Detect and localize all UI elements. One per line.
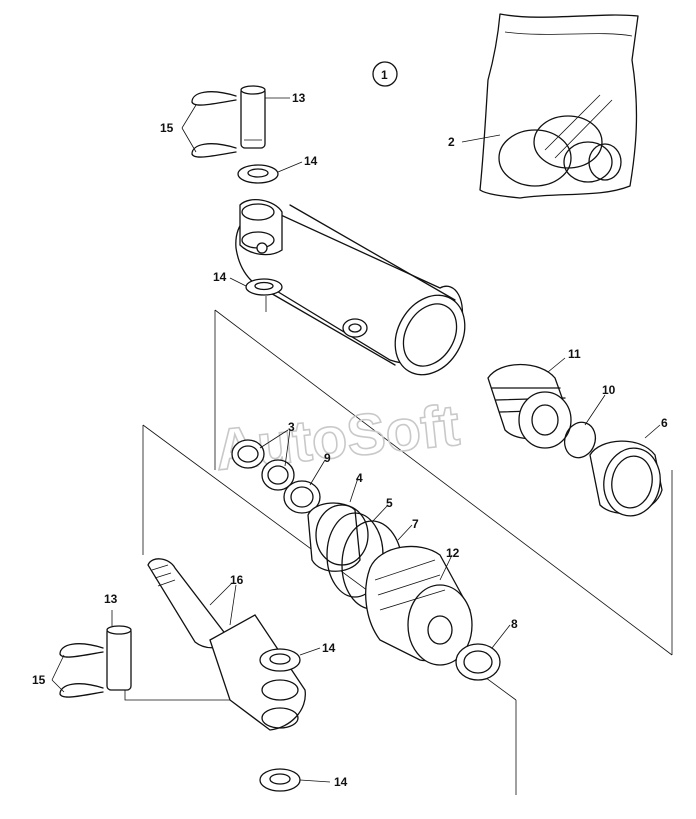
callout-14-bottom: 14: [334, 775, 348, 789]
clips-bottom: [59, 643, 104, 698]
seal-kit-bag: [479, 13, 639, 199]
callout-6: 6: [661, 416, 668, 430]
piston-ring-4: [307, 502, 369, 572]
pin-bottom: [106, 625, 132, 691]
callout-2: 2: [448, 135, 455, 149]
callout-4: 4: [356, 471, 363, 485]
callout-5: 5: [386, 496, 393, 510]
ring-9: [283, 480, 321, 514]
callout-15-bottom: 15: [32, 673, 46, 687]
pin-top: [240, 85, 266, 149]
watermark-text: AutoSoft: [212, 393, 462, 483]
callout-1: 1: [381, 68, 388, 82]
ring-6: [589, 440, 663, 517]
leader-lines: [51, 97, 661, 783]
cylinder-barrel: [235, 199, 466, 376]
callout-9: 9: [324, 451, 331, 465]
clips-top: [181, 91, 237, 158]
piston-12: [365, 545, 473, 666]
washer-bottom: [259, 768, 301, 792]
callout-13-bottom: 13: [104, 592, 118, 606]
callout-10: 10: [602, 383, 616, 397]
washer-mid: [245, 278, 283, 312]
callout-7: 7: [412, 517, 419, 531]
callout-16: 16: [230, 573, 244, 587]
callout-8: 8: [511, 617, 518, 631]
callout-3: 3: [288, 420, 295, 434]
ring-8: [455, 643, 501, 681]
washer-rod: [259, 648, 301, 672]
callout-12: 12: [446, 546, 460, 560]
callout-13-top: 13: [292, 91, 306, 105]
piston-rod: [147, 558, 306, 731]
ring-3b: [261, 459, 295, 491]
washer-top: [237, 164, 279, 184]
callout-14-top: 14: [304, 154, 318, 168]
callout-14-mid: 14: [213, 270, 227, 284]
callout-11: 11: [568, 347, 581, 361]
gland-11: [487, 363, 572, 449]
ring-3a: [231, 439, 265, 469]
diagram-number-circle: [372, 61, 398, 87]
callout-15-top: 15: [160, 121, 174, 135]
callout-14-rod: 14: [322, 641, 336, 655]
